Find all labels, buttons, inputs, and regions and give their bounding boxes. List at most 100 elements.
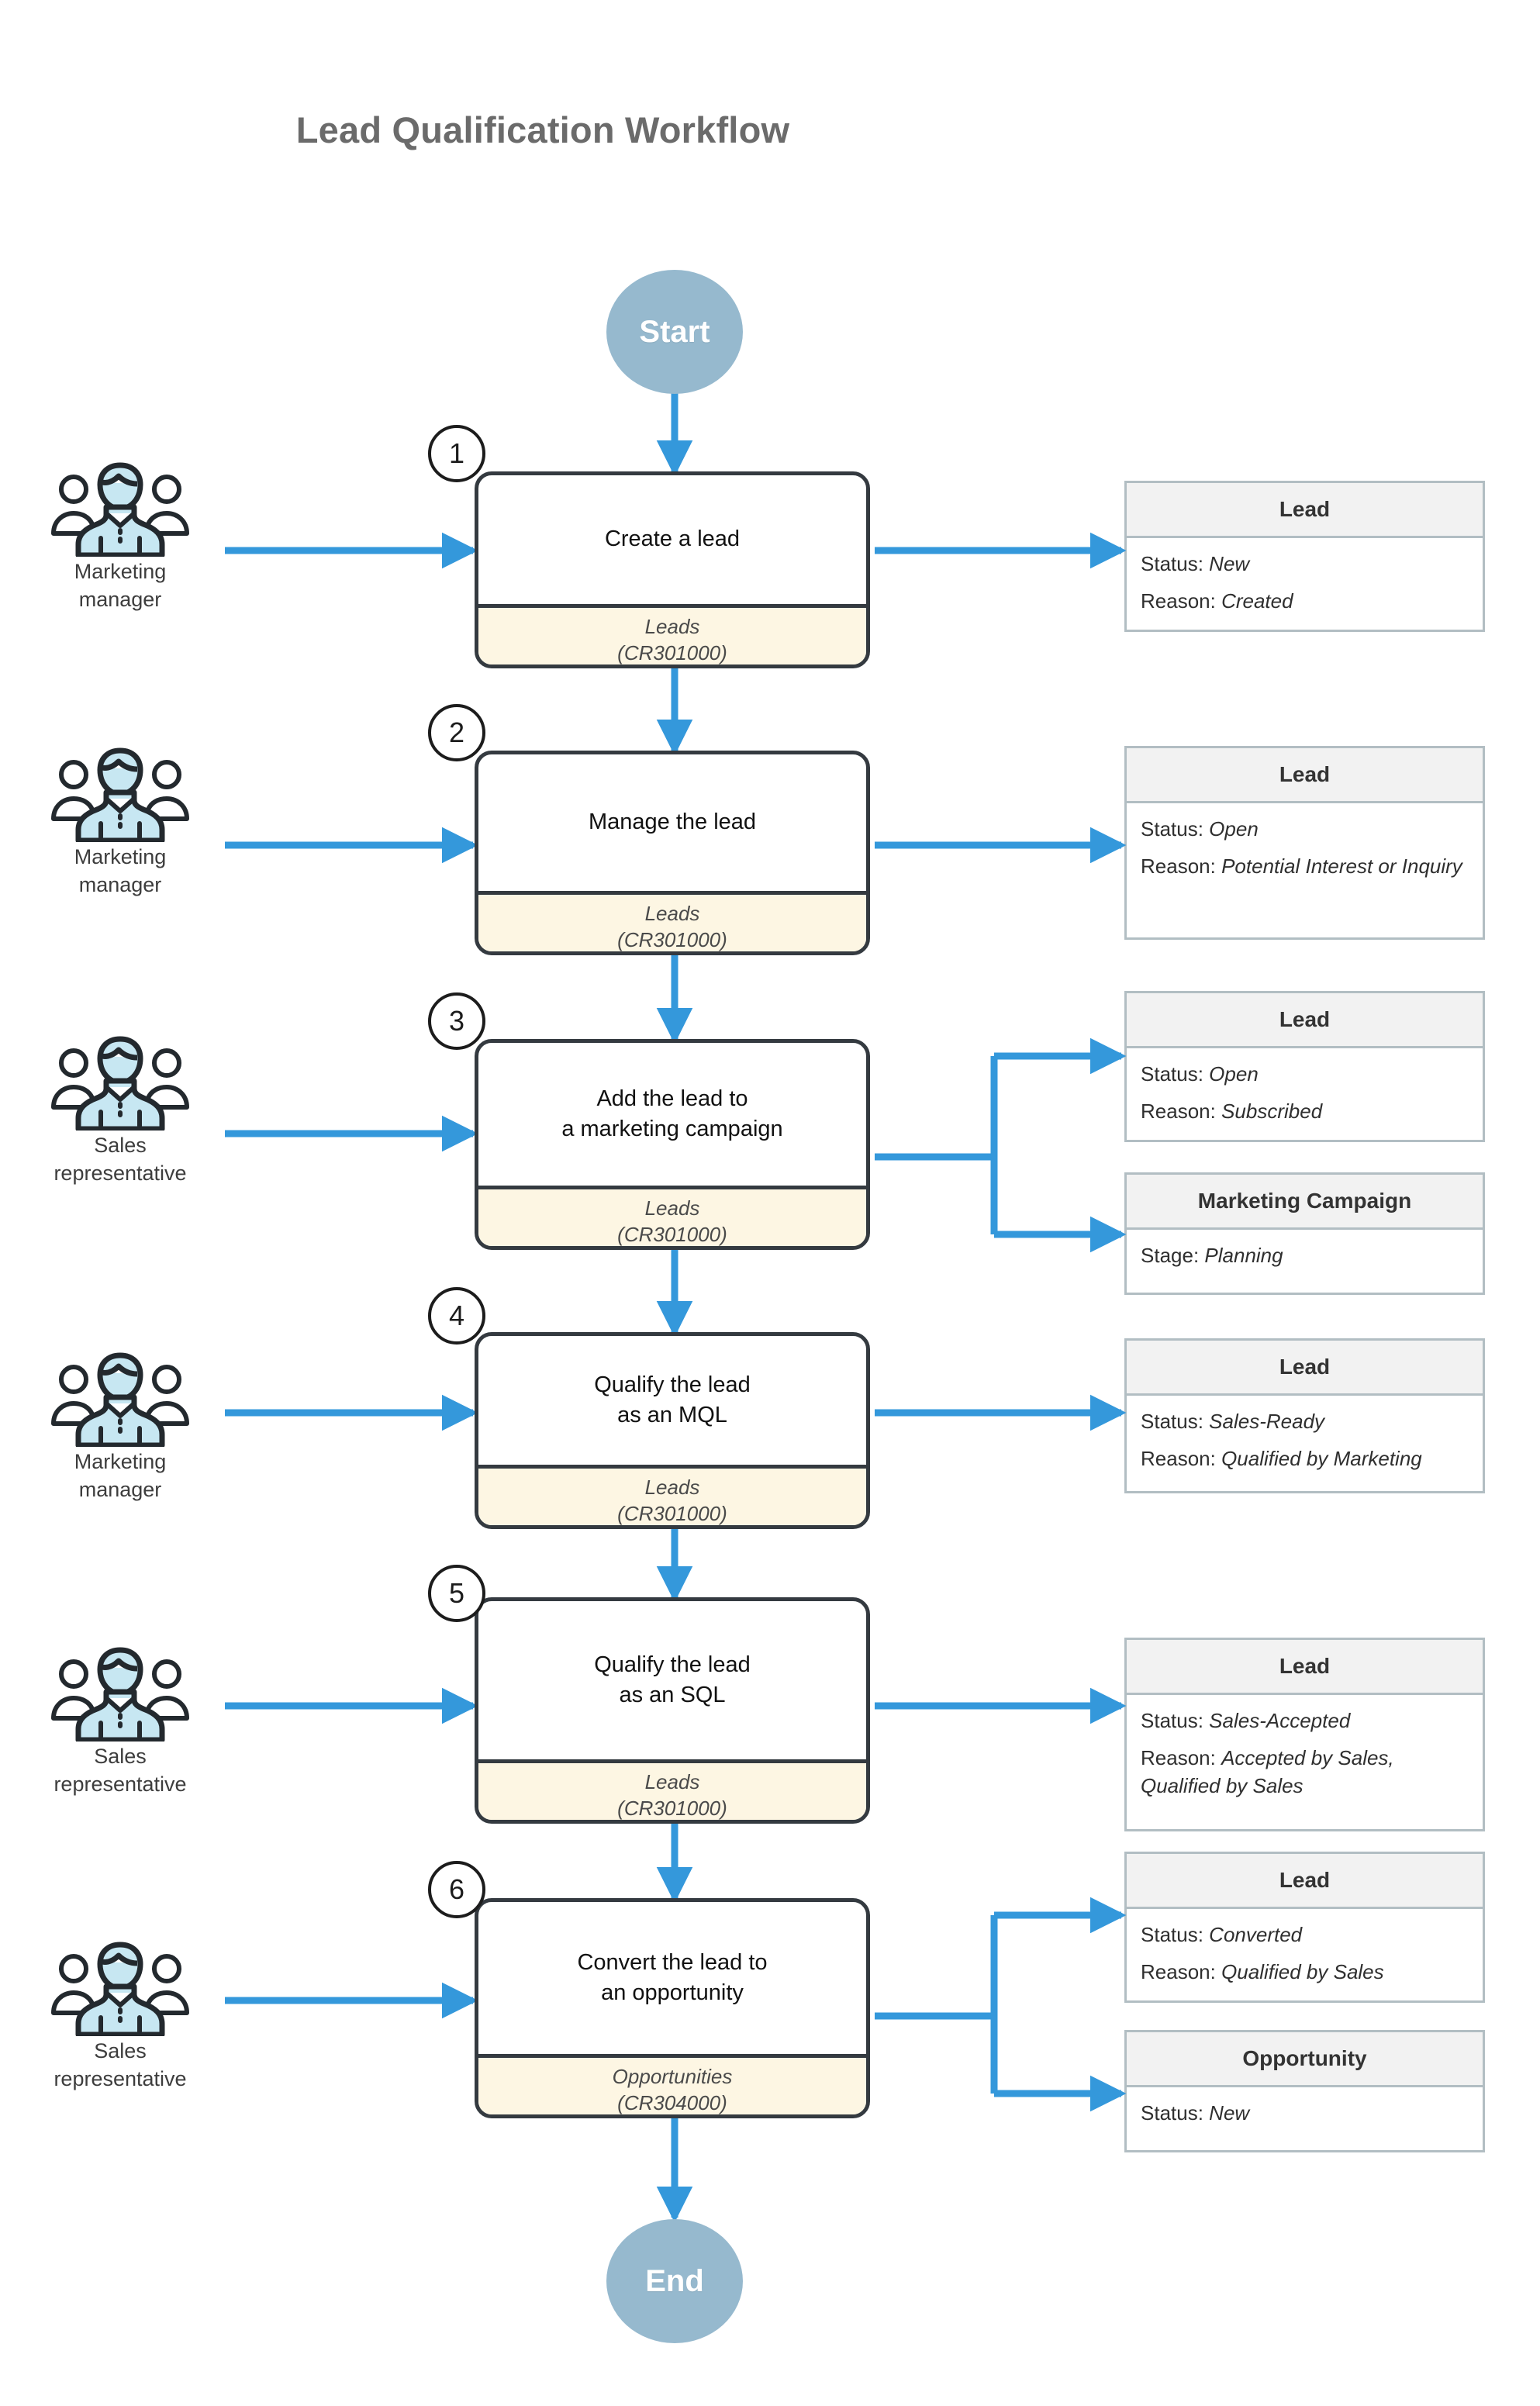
actor-label-line: representative [54,1161,187,1185]
entity-name: Lead [1127,1341,1483,1396]
entity-field-row: Status: New [1141,2100,1469,2128]
actor-label-line: manager [78,872,162,896]
process-action-line: as an MQL [617,1403,727,1427]
step-number-badge: 3 [428,992,485,1050]
screen-id: (CR301000) [617,640,727,664]
actor-label-line: Sales [94,2039,147,2063]
process-screen: Leads (CR301000) [478,1186,866,1246]
process-action-line: Manage the lead [588,809,757,835]
entity-name: Opportunity [1127,2032,1483,2087]
start-label: Start [639,314,710,349]
field-label: Reason: [1141,1446,1216,1470]
screen-name: Leads [644,1770,700,1793]
step-number-badge: 2 [428,704,485,761]
entity-field-row: Reason: Potential Interest or Inquiry [1141,853,1469,881]
process-action-line: Create a lead [604,526,741,552]
field-label: Status: [1141,552,1203,575]
field-value: Subscribed [1221,1099,1323,1123]
end-label: End [645,2263,704,2298]
process-action: Add the lead to a marketing campaign [478,1043,866,1186]
screen-id: (CR301000) [617,1222,727,1246]
process-action-line: Qualify the lead [594,1372,751,1397]
field-value: Qualified by Sales [1221,1959,1384,1983]
field-label: Status: [1141,1709,1203,1732]
end-terminator: End [606,2219,743,2343]
field-value: Potential Interest or Inquiry [1221,854,1462,878]
actor-label-line: representative [54,2066,187,2090]
field-label: Reason: [1141,1745,1216,1769]
process-action-line: Add the lead to [596,1086,748,1111]
actor-label-line: Marketing [74,845,167,868]
field-label: Reason: [1141,1959,1216,1983]
entity-field-row: Status: Open [1141,1061,1469,1089]
actor-label: Marketing manager [16,844,225,899]
people-group-icon [51,1352,189,1447]
field-label: Reason: [1141,1099,1216,1123]
entity-field-row: Reason: Qualified by Marketing [1141,1445,1469,1473]
entity-field-row: Status: Sales-Ready [1141,1408,1469,1436]
actor-label-line: Marketing [74,560,167,583]
process-step[interactable]: Qualify the lead as an MQL Leads (CR30100… [475,1332,870,1529]
process-step[interactable]: Create a lead Leads (CR301000) [475,471,870,668]
entity-state-box: Lead Status: Sales-Ready Reason: Qualifi… [1124,1338,1485,1493]
process-action-line: an opportunity [601,1980,744,2005]
field-value: Sales-Accepted [1209,1709,1351,1732]
step-number-badge: 5 [428,1565,485,1622]
field-label: Reason: [1141,854,1216,878]
step-number: 5 [448,1577,465,1609]
process-screen: Leads (CR301000) [478,1465,866,1525]
actor-label: Sales representative [16,2038,225,2093]
screen-name: Opportunities [612,2065,733,2088]
actor-label: Sales representative [16,1132,225,1187]
process-action-line: Qualify the lead [594,1652,751,1677]
step-number-badge: 6 [428,1861,485,1918]
process-action: Create a lead [478,475,866,604]
entity-field-row: Stage: Planning [1141,1242,1469,1270]
actor-label-line: Marketing [74,1450,167,1473]
screen-name: Leads [644,1476,700,1499]
people-group-icon [51,1036,189,1131]
entity-field-row: Status: Converted [1141,1921,1469,1949]
process-step[interactable]: Manage the lead Leads (CR301000) [475,751,870,955]
entity-state-box: Lead Status: Open Reason: Subscribed [1124,991,1485,1142]
process-screen: Leads (CR301000) [478,891,866,951]
actor-marketing-manager: Marketing manager [16,1349,225,1503]
actor-label-line: manager [78,1477,162,1501]
actor-label-line: Sales [94,1134,147,1157]
field-value: New [1209,2101,1250,2125]
actor-sales-representative: Sales representative [16,1033,225,1187]
actor-marketing-manager: Marketing manager [16,459,225,613]
entity-fields: Status: Converted Reason: Qualified by S… [1127,1909,1483,2000]
entity-fields: Stage: Planning [1127,1230,1483,1284]
step-number: 3 [448,1005,465,1037]
step-number: 4 [448,1300,465,1331]
entity-name: Lead [1127,993,1483,1048]
entity-name: Lead [1127,748,1483,803]
entity-field-row: Reason: Accepted by Sales, Qualified by … [1141,1745,1469,1800]
page-title: Lead Qualification Workflow [295,109,790,150]
field-value: New [1209,552,1250,575]
entity-state-box: Lead Status: Sales-Accepted Reason: Acce… [1124,1638,1485,1831]
field-label: Status: [1141,817,1203,841]
field-label: Stage: [1141,1244,1200,1267]
field-value: Qualified by Marketing [1221,1446,1422,1470]
people-group-icon [51,1942,189,2036]
process-action-line: a marketing campaign [561,1117,783,1141]
entity-field-row: Status: Sales-Accepted [1141,1707,1469,1735]
step-number: 2 [448,716,465,748]
field-value: Converted [1209,1923,1303,1946]
field-label: Reason: [1141,589,1216,613]
actor-label-line: manager [78,587,162,611]
process-screen: Leads (CR301000) [478,1759,866,1820]
people-group-icon [51,747,189,842]
entity-state-box: Lead Status: Converted Reason: Qualified… [1124,1852,1485,2003]
actor-label-line: Sales [94,1745,147,1768]
screen-name: Leads [644,615,700,638]
process-step[interactable]: Add the lead to a marketing campaign Lead… [475,1039,870,1250]
entity-field-row: Reason: Created [1141,588,1469,616]
